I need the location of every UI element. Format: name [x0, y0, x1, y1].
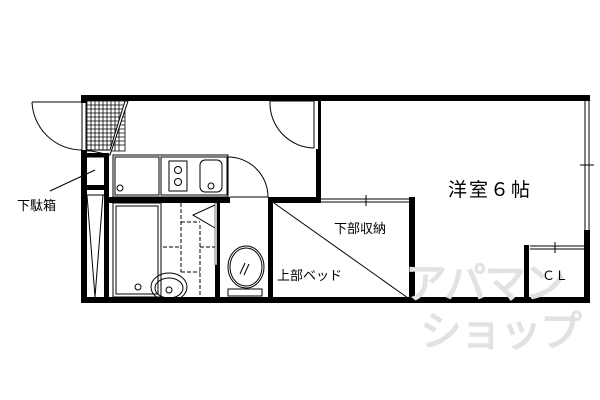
- main-room-label: 洋室６帖: [448, 179, 533, 201]
- lower-storage-label: 下部収納: [334, 222, 387, 237]
- outer-walls: [81, 95, 590, 303]
- loft: [273, 195, 414, 299]
- entrance-door: [31, 101, 87, 151]
- watermark-line2: ショップ: [420, 307, 582, 356]
- toilet: [227, 245, 265, 297]
- watermark-line1: アパマン: [405, 259, 566, 308]
- closet: [530, 242, 584, 253]
- room-door: [269, 100, 315, 149]
- window-right: [580, 101, 594, 230]
- shoe-box: [81, 153, 109, 303]
- upper-bed-label: 上部ベッド: [277, 269, 343, 284]
- kitchen-counter: [112, 154, 229, 198]
- bathroom: [112, 202, 216, 302]
- closet-label: ＣＬ: [542, 269, 569, 284]
- shoe-box-label: 下駄箱: [17, 199, 57, 214]
